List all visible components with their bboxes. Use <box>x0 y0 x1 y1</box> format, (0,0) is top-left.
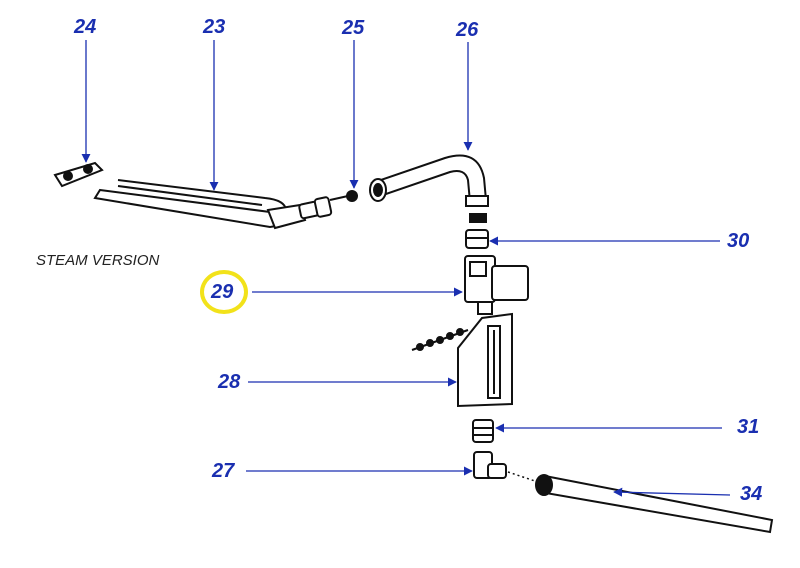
part-28-screw <box>411 328 469 351</box>
callout-30: 30 <box>727 230 750 252</box>
part-31-fitting <box>472 419 494 443</box>
callout-26: 26 <box>456 19 479 41</box>
highlight-ring-29 <box>200 270 248 314</box>
part-30-nut <box>465 213 489 249</box>
part-34-hose <box>535 474 774 534</box>
part-24-bracket <box>53 161 104 188</box>
callout-28: 28 <box>218 371 241 393</box>
part-27-elbow <box>473 451 507 479</box>
part-23-end-fitting <box>298 195 349 220</box>
callout-23: 23 <box>203 16 226 38</box>
part-26-tube <box>369 154 489 207</box>
part-25-o-ring <box>346 190 358 202</box>
callout-34: 34 <box>740 483 763 505</box>
connection-dotted-line <box>507 471 539 483</box>
callout-31: 31 <box>737 416 760 438</box>
callout-24: 24 <box>74 16 97 38</box>
part-28-level-gauge <box>457 312 513 408</box>
part-23-heating-element <box>93 179 307 230</box>
part-29-valve <box>464 255 529 315</box>
callout-27: 27 <box>212 460 235 482</box>
callout-25: 25 <box>342 17 365 39</box>
steam-version-caption: STEAM VERSION <box>36 252 160 269</box>
leader-lines <box>81 40 731 497</box>
leader-34 <box>613 487 731 497</box>
